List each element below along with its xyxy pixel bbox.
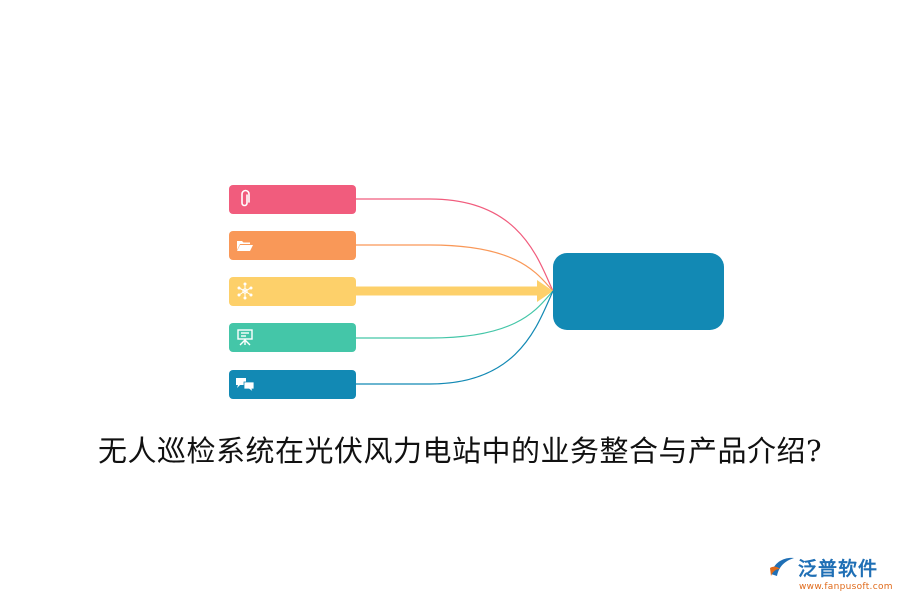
fanpu-logo-icon bbox=[770, 557, 794, 576]
paperclip-icon bbox=[241, 189, 250, 207]
topic-node-presentation[interactable] bbox=[229, 323, 356, 352]
topic-node-network[interactable] bbox=[229, 277, 356, 306]
logo-brand-text: 泛普软件 bbox=[798, 558, 879, 580]
connector-arrow-head bbox=[537, 280, 553, 302]
presentation-board-icon bbox=[237, 329, 253, 346]
topic-node-folder[interactable] bbox=[229, 231, 356, 260]
connector-line bbox=[356, 198, 554, 292]
logo-url-text: www.fanpusoft.com bbox=[799, 582, 893, 592]
topic-node-chat[interactable] bbox=[229, 370, 356, 399]
connector-line bbox=[356, 290, 554, 385]
central-hub-node[interactable] bbox=[553, 253, 724, 330]
folder-open-icon bbox=[237, 241, 253, 251]
chat-bubbles-icon bbox=[236, 378, 255, 394]
connector-line bbox=[356, 244, 554, 292]
topic-node-paperclip[interactable] bbox=[229, 185, 356, 214]
brand-logo: 泛普软件 www.fanpusoft.com bbox=[768, 554, 893, 594]
connector-line bbox=[356, 290, 554, 339]
network-icon bbox=[237, 282, 253, 300]
diagram-title: 无人巡检系统在光伏风力电站中的业务整合与产品介绍? bbox=[97, 434, 823, 468]
